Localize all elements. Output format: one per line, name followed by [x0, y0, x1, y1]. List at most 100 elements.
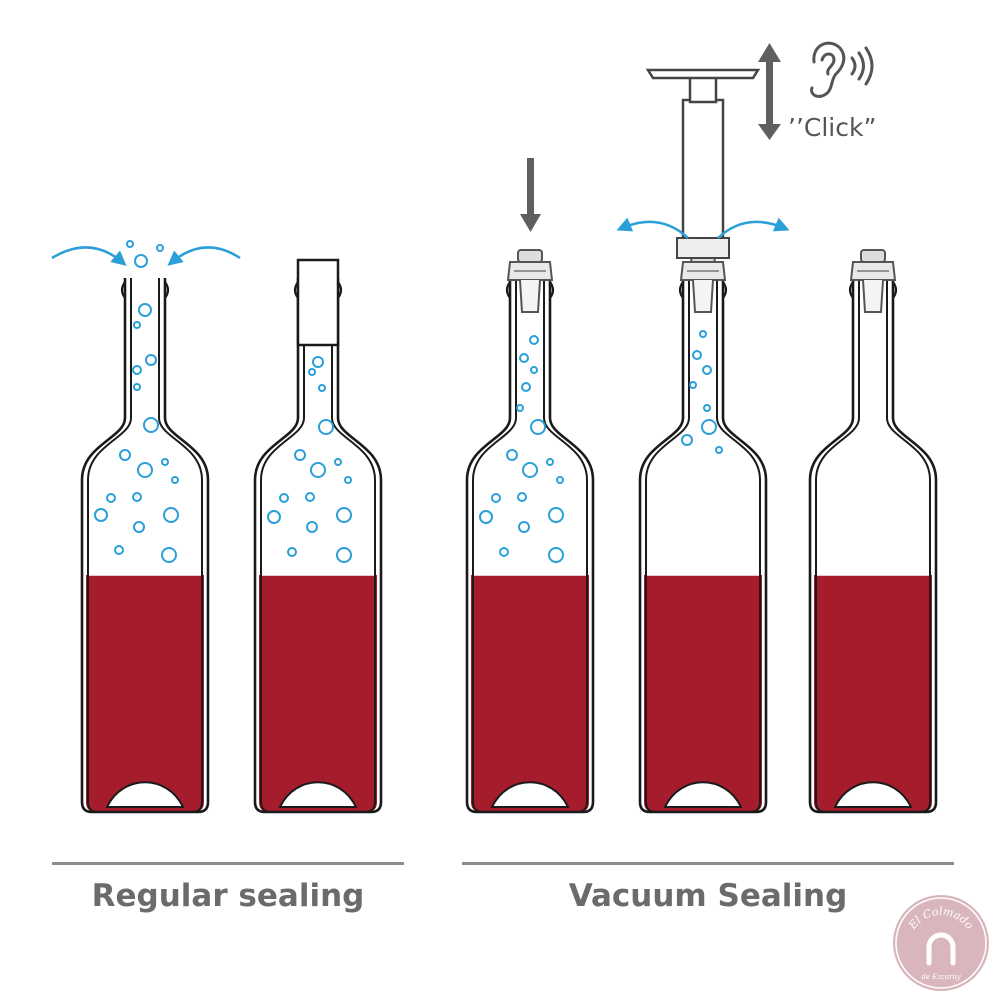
air-bubble: [517, 492, 527, 502]
inflow-arrow-icon: [167, 246, 241, 266]
air-bubble: [306, 521, 318, 533]
air-bubble: [161, 547, 177, 563]
bottle-lip-right: [549, 281, 555, 299]
bottle-4: [638, 68, 768, 814]
air-bubble: [305, 492, 315, 502]
wine: [814, 575, 932, 812]
bottle-punt: [278, 781, 358, 808]
air-bubble: [133, 321, 141, 329]
regular-sealing-caption: Regular sealing: [91, 878, 365, 914]
bottle-inner-outline: [260, 278, 376, 813]
air-bubble: [134, 254, 148, 268]
air-bubble: [133, 521, 145, 533]
up-down-arrow-icon: [758, 43, 781, 140]
wine: [259, 575, 377, 812]
air-bubble: [126, 240, 134, 248]
bottle-punt: [663, 781, 743, 808]
bottle-lip-left: [120, 281, 126, 299]
air-bubble: [137, 462, 153, 478]
bottle-inner-outline: [815, 278, 931, 813]
wine: [644, 575, 762, 812]
click-sound-text: ’’Click”: [788, 113, 877, 142]
bottle-punt: [105, 781, 185, 808]
outflow-arrow-icon: [616, 217, 689, 239]
bottle-punt: [833, 781, 913, 808]
air-bubble: [556, 476, 564, 484]
bottle-2: [253, 258, 383, 814]
cork: [296, 258, 340, 347]
air-bubble: [702, 365, 712, 375]
vacuum-sealing-divider: [462, 862, 954, 865]
air-bubble: [133, 383, 141, 391]
air-bubble: [336, 507, 352, 523]
air-bubble: [519, 353, 529, 363]
bottle-lip-left: [678, 281, 684, 299]
ear-icon: [810, 41, 846, 98]
svg-text:El Colmado: El Colmado: [905, 905, 976, 933]
logo-text-bottom: de Ezcaray: [921, 973, 961, 981]
air-bubble: [138, 303, 152, 317]
air-bubble: [689, 381, 697, 389]
bottle-inner-outline: [472, 278, 588, 813]
air-bubble: [692, 350, 702, 360]
wine: [86, 575, 204, 812]
air-bubble: [145, 354, 157, 366]
air-bubble: [530, 419, 546, 435]
bottle-punt: [490, 781, 570, 808]
air-bubble: [701, 419, 717, 435]
air-bubble: [318, 384, 326, 392]
air-bubble: [114, 545, 124, 555]
bottle-lip-right: [164, 281, 170, 299]
air-bubble: [522, 462, 538, 478]
horseshoe-logo-icon: El Colmado de Ezcaray: [895, 897, 987, 989]
air-bubble: [491, 493, 501, 503]
inflow-arrow-icon: [51, 246, 127, 266]
air-bubble: [516, 404, 524, 412]
air-bubble: [310, 462, 326, 478]
bottle-lip-right: [722, 281, 728, 299]
bottle-lip-right: [892, 281, 898, 299]
vacuum-pump: [645, 68, 761, 259]
air-bubble: [156, 244, 164, 252]
vacuum-sealing-caption: Vacuum Sealing: [568, 878, 848, 914]
air-bubble: [548, 507, 564, 523]
air-bubble: [479, 510, 493, 524]
air-bubble: [548, 547, 564, 563]
outflow-arrow-icon: [717, 217, 790, 239]
bottle-3: [465, 249, 595, 814]
vacuum-stopper: [849, 249, 897, 313]
bottle-inner-outline: [87, 278, 203, 813]
air-bubble: [344, 476, 352, 484]
air-bubble: [499, 547, 509, 557]
air-bubble: [546, 458, 554, 466]
air-bubble: [318, 419, 334, 435]
air-bubble: [119, 449, 131, 461]
air-bubble: [163, 507, 179, 523]
air-bubble: [715, 446, 723, 454]
air-bubble: [312, 356, 324, 368]
logo-text-top: El Colmado: [905, 905, 976, 933]
air-bubble: [703, 404, 711, 412]
air-bubble: [699, 330, 707, 338]
air-bubble: [267, 510, 281, 524]
air-bubble: [521, 382, 531, 392]
sound-waves-icon: [850, 46, 874, 86]
bottle-inner-outline: [645, 278, 761, 813]
bottle-1: [80, 278, 210, 814]
air-bubble: [308, 368, 316, 376]
air-bubble: [161, 458, 169, 466]
bottle-lip-left: [505, 281, 511, 299]
air-bubble: [279, 493, 289, 503]
down-arrow-icon: [520, 158, 541, 232]
air-bubble: [530, 366, 538, 374]
air-bubble: [94, 508, 108, 522]
vacuum-stopper: [506, 249, 554, 313]
air-bubble: [518, 521, 530, 533]
air-bubble: [529, 335, 539, 345]
wine: [471, 575, 589, 812]
bottle-lip-left: [848, 281, 854, 299]
regular-sealing-divider: [52, 862, 404, 865]
air-bubble: [506, 449, 518, 461]
el-colmado-logo: El Colmado de Ezcaray: [893, 895, 989, 991]
